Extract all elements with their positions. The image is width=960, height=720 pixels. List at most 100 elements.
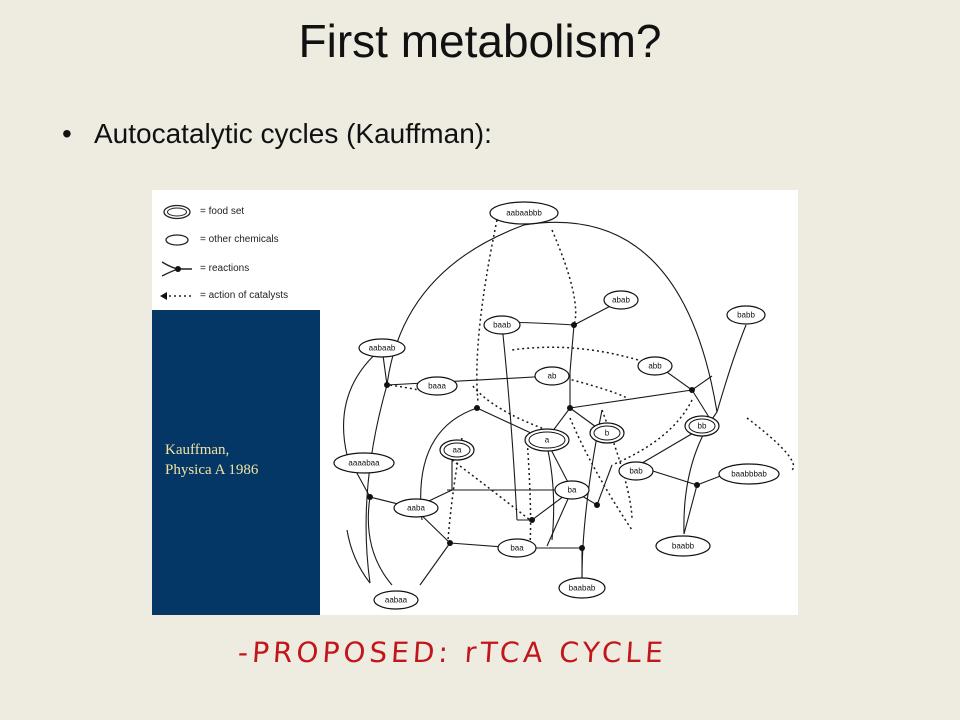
node-label: baabbbab <box>731 470 767 479</box>
node-label: aaba <box>407 504 425 513</box>
reaction-junction <box>694 482 700 488</box>
catalysis-edge <box>556 375 628 399</box>
node-label: aa <box>453 446 462 455</box>
chemical-node: baab <box>483 315 521 335</box>
node-label: bab <box>629 467 643 476</box>
food-set-node: bb <box>684 415 720 437</box>
node-outline <box>618 461 654 481</box>
node-label: ba <box>568 486 577 495</box>
reaction-junction <box>594 502 600 508</box>
reaction-junction <box>529 517 535 523</box>
food-set-node: b <box>589 422 625 444</box>
reaction-node-dot <box>175 266 181 272</box>
other-chemical-symbol <box>165 234 189 246</box>
catalysis-edge <box>471 384 548 431</box>
kauffman-network-figure: = food set = other chemicals = reactions… <box>152 190 798 615</box>
bullet-dot: • <box>62 118 72 149</box>
reaction-edge <box>386 224 525 386</box>
citation-panel <box>152 310 320 615</box>
node-outline <box>603 290 639 310</box>
node-outline <box>393 498 439 518</box>
catalysis-edge <box>526 437 532 546</box>
node-label: abab <box>612 296 630 305</box>
reaction-edge <box>365 384 388 584</box>
node-label: baabb <box>672 542 695 551</box>
reaction-network: aabaabbbababbaabaabaababbbabbabbaaaabbba… <box>333 201 795 610</box>
node-label: baab <box>493 321 511 330</box>
food-set-inner-ring <box>593 425 621 441</box>
reaction-junction <box>474 405 480 411</box>
chemical-node: baabab <box>558 577 606 599</box>
citation-author: Kauffman, <box>165 442 230 458</box>
reaction-junction <box>571 322 577 328</box>
node-label: b <box>605 429 610 438</box>
reaction-junction <box>447 540 453 546</box>
chemical-node: baabb <box>655 535 711 557</box>
node-outline <box>718 463 780 485</box>
node-label: bb <box>698 422 707 431</box>
node-outline <box>558 577 606 599</box>
node-label: aabaa <box>385 596 408 605</box>
food-set-node: a <box>524 428 570 452</box>
chemical-node: aabaab <box>358 338 406 358</box>
chemical-node: baabbbab <box>718 463 780 485</box>
reaction-edge <box>523 221 718 413</box>
node-outline <box>416 376 458 396</box>
figure-legend: = food set = other chemicals = reactions… <box>152 190 332 310</box>
chemical-node: bab <box>618 461 654 481</box>
legend-other-chemicals: = other chemicals <box>200 234 279 245</box>
node-label: babb <box>737 311 755 320</box>
catalysis-edge <box>569 417 633 531</box>
chemical-node: aaaabaa <box>333 452 395 474</box>
reaction-edge <box>546 445 555 541</box>
node-outline <box>554 480 590 500</box>
node-label: aabaabbb <box>506 209 542 218</box>
chemical-node: aabaa <box>373 590 419 610</box>
reaction-edge <box>343 347 383 456</box>
food-set-inner-ring <box>688 418 716 434</box>
network-nodes: aabaabbbababbaabaabaababbbabbabbaaaabbba… <box>333 201 780 610</box>
node-outline <box>497 538 537 558</box>
reaction-junction <box>579 545 585 551</box>
legend-reactions: = reactions <box>200 263 250 274</box>
node-outline <box>373 590 419 610</box>
node-label: ab <box>548 372 557 381</box>
reaction-edge <box>367 496 393 586</box>
node-outline <box>489 201 559 225</box>
reaction-junction <box>689 387 695 393</box>
node-outline <box>524 428 570 452</box>
bullet-point: • Autocatalytic cycles (Kauffman): <box>62 118 492 150</box>
citation-journal: Physica A 1986 <box>165 462 259 478</box>
food-set-inner-ring <box>528 431 566 449</box>
chemical-node: babb <box>726 305 766 325</box>
citation: Kauffman, Physica A 1986 <box>165 440 258 480</box>
reaction-edge <box>386 375 553 386</box>
reaction-edge <box>569 299 623 373</box>
node-outline <box>358 338 406 358</box>
bullet-text: Autocatalytic cycles (Kauffman): <box>94 118 492 149</box>
chemical-node: abb <box>637 356 673 376</box>
node-outline <box>726 305 766 325</box>
node-label: abb <box>648 362 662 371</box>
chemical-node: aaba <box>393 498 439 518</box>
chemical-node: baa <box>497 538 537 558</box>
food-set-inner-ring <box>167 207 187 217</box>
chemical-node: ba <box>554 480 590 500</box>
node-label: aaaabaa <box>348 459 380 468</box>
node-outline <box>637 356 673 376</box>
catalysis-edge <box>611 399 693 466</box>
legend-food-set: = food set <box>200 206 245 217</box>
node-label: aabaab <box>369 344 396 353</box>
reaction-junction <box>567 405 573 411</box>
food-set-inner-ring <box>443 442 471 458</box>
handwritten-annotation: -PROPOSED: rTCA CYCLE <box>236 636 668 669</box>
chemical-node: baaa <box>416 376 458 396</box>
catalysis-edge <box>476 219 498 403</box>
node-label: baaa <box>428 382 446 391</box>
chemical-node: ab <box>534 366 570 386</box>
node-label: baabab <box>569 584 596 593</box>
food-set-node: aa <box>439 439 475 461</box>
catalysis-edge <box>389 384 443 396</box>
node-outline <box>483 315 521 335</box>
food-set-symbol <box>163 204 191 220</box>
